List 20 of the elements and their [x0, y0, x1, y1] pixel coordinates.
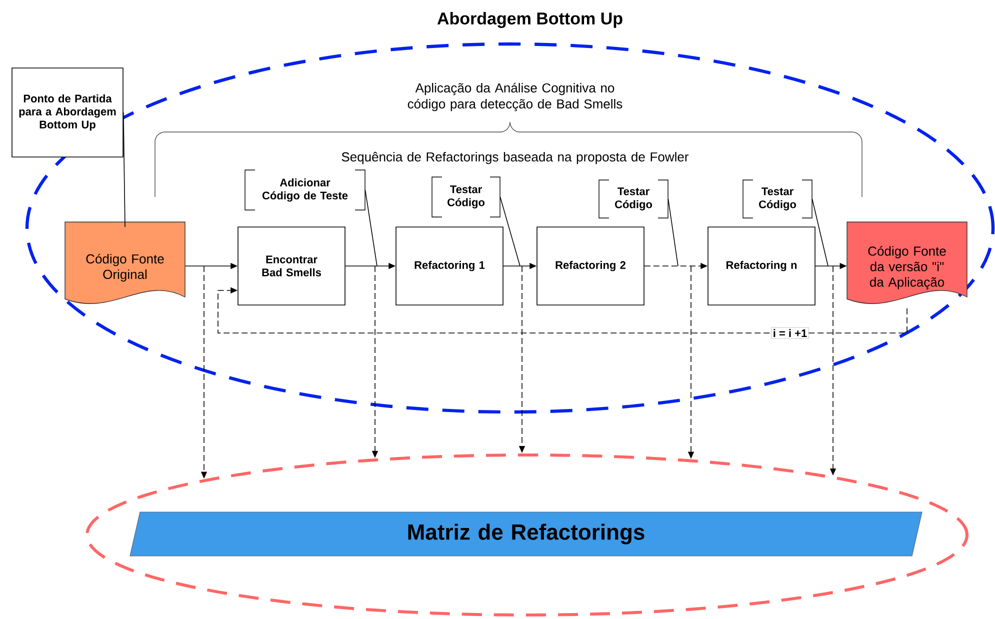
title: Abordagem Bottom Up: [437, 12, 622, 28]
loop-arrow: [218, 287, 908, 334]
bracket-callout: Testar Código: [742, 180, 812, 218]
callout-box: Ponto de Partida para a Abordagem Bottom Up: [12, 68, 124, 158]
annotation-text: Aplicação da Análise Cognitiva no código para detecção de Bad Smells: [408, 82, 622, 112]
leader-line: [123, 112, 126, 228]
leader-line: [364, 190, 378, 266]
leader-line: [668, 198, 678, 266]
annotation-text: Sequência de Refactorings baseada na proposta de Fowler: [342, 152, 689, 164]
process-box: Refactoring n: [708, 226, 816, 306]
parallelogram: Matriz de Refactorings: [130, 512, 922, 556]
leader-line: [812, 198, 828, 266]
bracket-callout: Testar Código: [432, 176, 500, 218]
bracket-callout: Adicionar Código de Teste: [244, 170, 366, 210]
edge-label: i = i +1: [771, 327, 809, 339]
process-box: Refactoring 1: [396, 226, 504, 306]
leader-line: [500, 196, 520, 266]
process-box: Encontrar Bad Smells: [238, 226, 346, 306]
process-box: Refactoring 2: [536, 226, 644, 306]
bracket-callout: Testar Código: [598, 180, 668, 218]
